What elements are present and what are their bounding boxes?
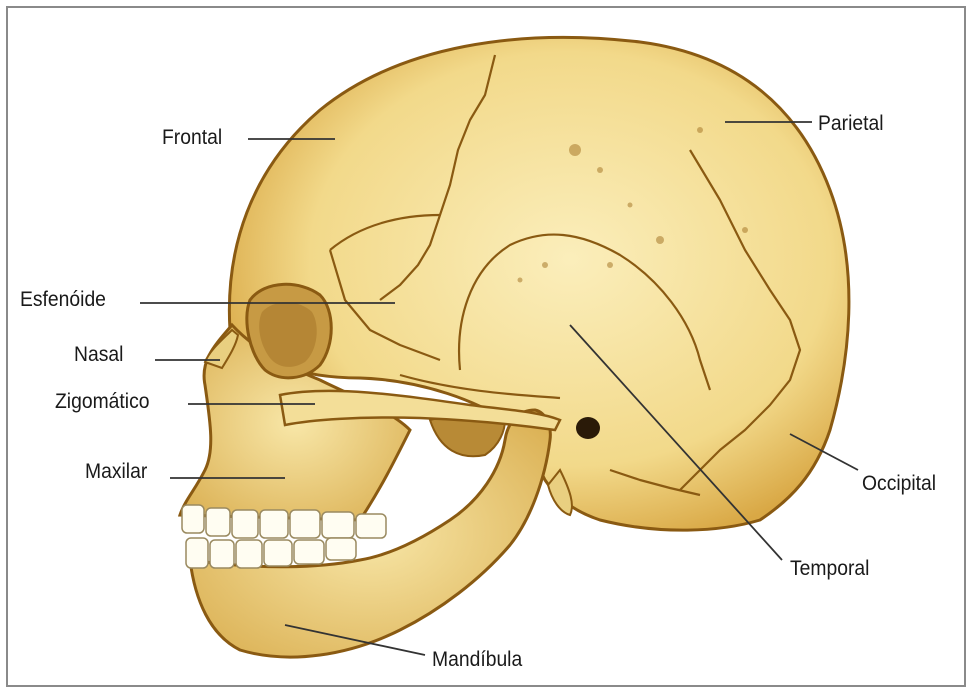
label-temporal: Temporal (790, 557, 869, 581)
label-nasal: Nasal (74, 343, 123, 367)
tooth (182, 505, 204, 533)
label-frontal: Frontal (162, 126, 222, 150)
ear-hole (576, 417, 600, 439)
tooth (356, 514, 386, 538)
tooth (326, 538, 356, 560)
tooth (236, 540, 262, 568)
label-zigomatico: Zigomático (55, 390, 149, 414)
tooth (206, 508, 230, 536)
label-maxilar: Maxilar (85, 460, 147, 484)
tooth (290, 510, 320, 538)
tooth (186, 538, 208, 568)
label-parietal: Parietal (818, 112, 884, 136)
tooth (232, 510, 258, 538)
tooth (260, 510, 288, 538)
tooth (322, 512, 354, 538)
tooth (210, 540, 234, 568)
tooth (294, 540, 324, 564)
label-esfenoide: Esfenóide (20, 288, 106, 312)
label-mandibula: Mandíbula (432, 648, 522, 672)
label-occipital: Occipital (862, 472, 936, 496)
tooth (264, 540, 292, 566)
